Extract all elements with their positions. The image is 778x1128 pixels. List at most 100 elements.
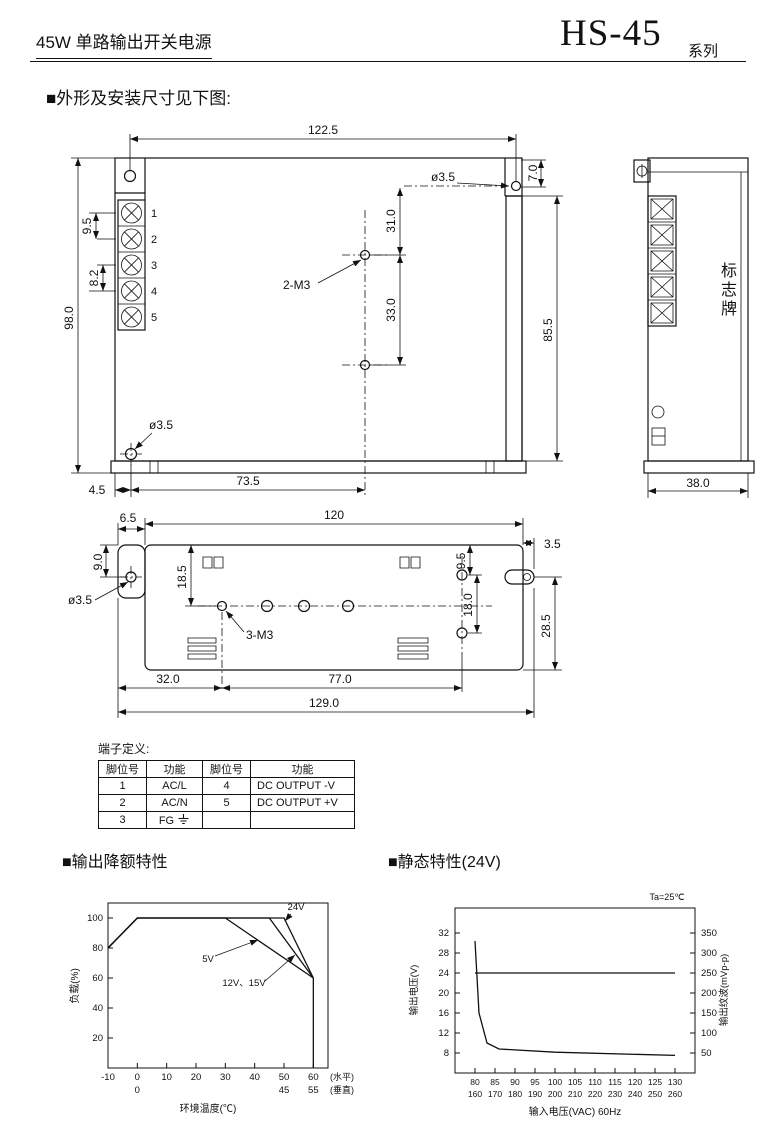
ear-lines <box>115 158 522 200</box>
mount-note-vertical: (垂直) <box>330 1084 354 1095</box>
y-axis-label: 负载(%) <box>68 968 81 1004</box>
y-right-tick-label: 200 <box>701 988 717 999</box>
table-cell: 1 <box>98 777 147 795</box>
table-cell: 2 <box>98 794 147 812</box>
x-tick-label: 50 <box>279 1072 290 1083</box>
leader-line <box>225 610 245 633</box>
dim-ear-label: 6.5 <box>120 511 137 525</box>
side-view: 38.0 <box>633 157 755 498</box>
terminal-screw <box>121 254 142 276</box>
side-detail-lines <box>648 171 748 461</box>
hole-dia-bottom-label: ø3.5 <box>149 418 173 432</box>
y-left-tick-label: 20 <box>438 988 449 999</box>
x-tick2-label: 220 <box>588 1089 602 1099</box>
hole-dia-label: ø3.5 <box>68 593 92 607</box>
dim-right-hole-gap-label: 18.0 <box>461 593 475 617</box>
vent-slots-bottom <box>187 637 429 660</box>
vent-slots-top <box>202 556 421 569</box>
terminal-definition-table: 脚位号 功能 脚位号 功能 1 AC/L 4 DC OUTPUT -V 2 AC… <box>98 760 355 829</box>
bottom-outline <box>144 544 524 671</box>
side-base-strip <box>643 460 755 474</box>
series-code: HS-45 <box>560 13 662 54</box>
x-tick2-label: 170 <box>488 1089 502 1099</box>
dim-pitch-b-label: 8.2 <box>87 269 101 286</box>
terminal-definition: 端子定义: 脚位号 功能 脚位号 功能 1 AC/L 4 DC OUTPUT -… <box>98 740 355 829</box>
x-tick-label: 90 <box>510 1077 520 1087</box>
right-hole <box>456 569 468 581</box>
x-tick-label: 120 <box>628 1077 642 1087</box>
case-outline <box>114 157 523 462</box>
y-tick-label: 40 <box>92 1003 103 1014</box>
right-rail <box>505 195 523 462</box>
x-tick-label: 0 <box>135 1072 140 1083</box>
terminal-number: 5 <box>151 312 157 324</box>
x-tick-label: 30 <box>220 1072 231 1083</box>
x-tick2-label: 230 <box>608 1089 622 1099</box>
x-tick2-label: 45 <box>279 1085 290 1096</box>
terminal-screw <box>121 202 142 224</box>
y-left-tick-label: 28 <box>438 948 449 959</box>
x-tick-label: 115 <box>608 1077 622 1087</box>
x-tick-label: 40 <box>249 1072 260 1083</box>
tab-hole <box>523 573 531 581</box>
x-tick2-label: 0 <box>135 1085 140 1096</box>
table-cell: DC OUTPUT +V <box>250 794 355 812</box>
series-label-leader <box>284 912 293 922</box>
table-cell: AC/L <box>146 777 203 795</box>
x-tick-label: 100 <box>548 1077 562 1087</box>
x-tick2-label: 55 <box>308 1085 319 1096</box>
col-header: 脚位号 <box>98 760 147 778</box>
leader-line <box>456 182 510 189</box>
series-label: 12V、15V <box>222 978 266 989</box>
dim-m3-top-label: 31.0 <box>384 209 398 233</box>
leader-line <box>94 581 129 601</box>
header-divider <box>30 61 746 62</box>
x-axis-label: 环境温度(℃) <box>180 1102 237 1115</box>
y-left-tick-label: 12 <box>438 1028 449 1039</box>
y-left-tick-label: 24 <box>438 968 449 979</box>
x-tick-label: 20 <box>191 1072 202 1083</box>
terminal-screw <box>121 228 142 250</box>
dim-tab-label: 3.5 <box>544 537 561 551</box>
hole-dia-top-label: ø3.5 <box>431 170 455 184</box>
mounting-hole-top-right <box>510 180 522 192</box>
trim-potentiometer <box>651 427 666 446</box>
extension-lines <box>71 134 563 497</box>
y-right-tick-label: 350 <box>701 928 717 939</box>
y-right-tick-label: 100 <box>701 1028 717 1039</box>
dim-mid-span-label: 77.0 <box>328 672 352 686</box>
x-tick2-label: 200 <box>548 1089 562 1099</box>
dim-m3-row-label: 18.5 <box>175 565 189 589</box>
table-cell: 3 <box>98 811 147 829</box>
terminal-screw <box>121 306 142 328</box>
m3-hole <box>297 599 311 613</box>
y-left-tick-label: 8 <box>444 1048 449 1059</box>
terminal-number: 3 <box>151 260 157 272</box>
dim-height-right-label: 85.5 <box>541 318 555 342</box>
product-title: 45W 单路输出开关电源 <box>36 28 212 59</box>
dim-hole-top-label: 9.0 <box>91 553 105 570</box>
earth-ground-icon <box>178 813 189 824</box>
base-strip <box>110 460 527 474</box>
dim-height-overall-label: 98.0 <box>62 306 76 330</box>
m3-hole <box>260 599 274 613</box>
side-terminal-strip <box>647 195 677 327</box>
table-cell: 4 <box>202 777 251 795</box>
x-tick-label: 105 <box>568 1077 582 1087</box>
leader-line <box>317 259 362 284</box>
dim-overall-label: 129.0 <box>309 696 339 710</box>
fg-label: FG <box>158 814 175 827</box>
x-tick2-label: 210 <box>568 1089 582 1099</box>
y-tick-label: 80 <box>92 943 103 954</box>
dim-depth-label: 38.0 <box>686 476 710 490</box>
series-24V <box>107 917 314 979</box>
y-axis-right-label: 输出纹波(mVp-p) <box>718 954 730 1026</box>
y-axis-left-label: 输出电压(V) <box>408 965 420 1016</box>
x-tick-label: 130 <box>668 1077 682 1087</box>
terminal-table-title: 端子定义: <box>98 742 150 756</box>
ta-annotation: Ta=25℃ <box>650 892 685 902</box>
x-tick-label: 95 <box>530 1077 540 1087</box>
x-tick-label: 85 <box>490 1077 500 1087</box>
